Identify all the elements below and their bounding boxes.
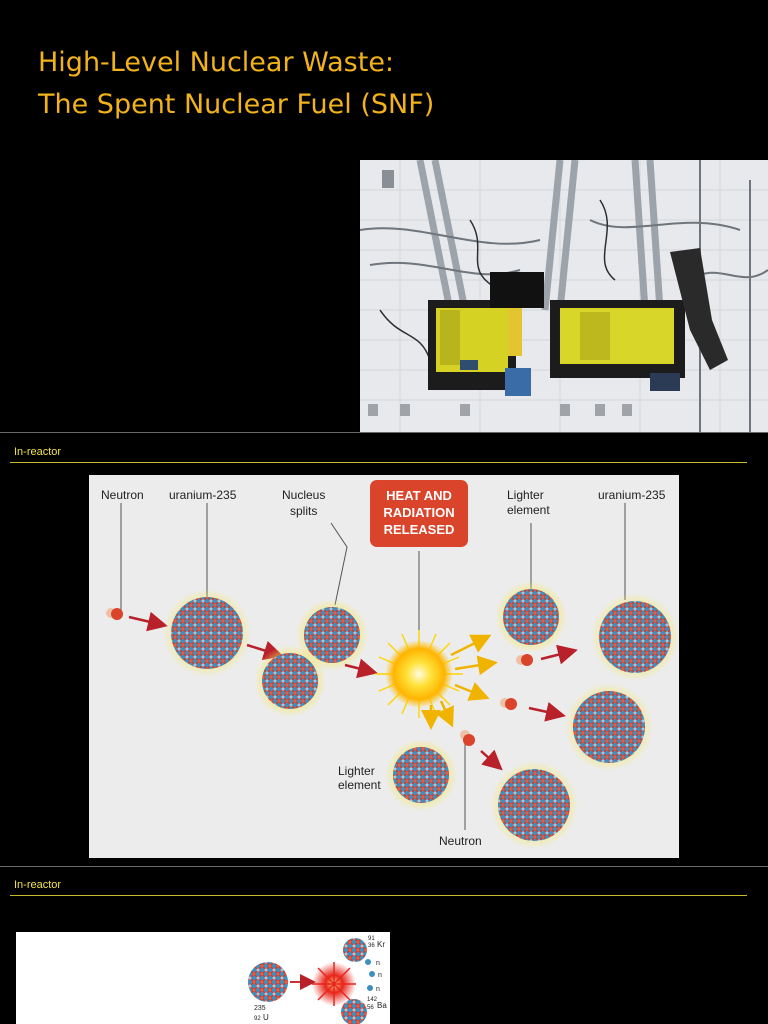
neutron-symbol-3: n [376, 986, 380, 993]
slide-title-line-1: High-Level Nuclear Waste: [38, 47, 395, 78]
ba-symbol: Ba [377, 1001, 387, 1010]
section-rule [10, 462, 747, 463]
lighter-element-nucleus-top [495, 581, 567, 653]
slide-title-line-2: The Spent Nuclear Fuel (SNF) [38, 89, 435, 120]
uranium-nucleus-left [163, 589, 251, 677]
incoming-neutron [106, 608, 123, 620]
ba-atomic-number: 56 [367, 1005, 374, 1011]
fission-diagram: Neutron uranium-235 Nucleus splits HEAT … [89, 475, 679, 858]
neutron-symbol-2: n [378, 972, 382, 979]
lighter-element-top-line-1: Lighter [507, 488, 544, 502]
slide-separator [0, 866, 768, 867]
barium-nucleus [341, 999, 367, 1024]
title-slide: High-Level Nuclear Waste: The Spent Nucl… [0, 0, 768, 432]
u-symbol: U [263, 1013, 269, 1022]
fission-slide-2: In-reactor 235 92 U 91 36 Kr [0, 867, 768, 1024]
heat-released-box [370, 480, 468, 547]
uranium-nucleus [248, 962, 288, 1002]
kr-mass-number: 91 [368, 936, 375, 942]
heavy-nucleus-bottom [490, 761, 578, 849]
kr-symbol: Kr [377, 940, 385, 949]
lighter-element-top-line-2: element [507, 503, 550, 517]
ba-mass-number: 142 [367, 997, 378, 1003]
neutron-label-top: Neutron [101, 488, 144, 502]
lighter-element-bottom-line-1: Lighter [338, 764, 375, 778]
splitting-nucleus [254, 599, 368, 717]
section-label: In-reactor [14, 879, 62, 891]
fission-burst [312, 962, 356, 1006]
energy-burst [375, 630, 463, 718]
heavy-nucleus-right [565, 683, 653, 771]
hot-cell-lab-photo [360, 160, 768, 432]
neutron-symbol-1: n [376, 960, 380, 967]
lighter-element-nucleus-bottom [385, 739, 457, 811]
free-neutron-3 [367, 985, 373, 991]
neutron-bottom [460, 730, 475, 746]
heat-box-line-1: HEAT AND [386, 488, 452, 503]
uranium-label-left: uranium-235 [169, 488, 237, 502]
uranium-label-right: uranium-235 [598, 488, 666, 502]
section-rule [10, 895, 747, 896]
neutron-right-2 [500, 698, 517, 710]
u-mass-number: 235 [254, 1005, 266, 1012]
neutron-label-bottom: Neutron [439, 834, 482, 848]
free-neutron-1 [365, 959, 371, 965]
heat-box-line-3: RELEASED [384, 522, 455, 537]
nucleus-label-line-2: splits [290, 504, 317, 518]
fission-slide: In-reactor Neutron uranium-235 Nucleus s… [0, 433, 768, 866]
fission-mini-diagram: 235 92 U 91 36 Kr n n n [16, 932, 390, 1024]
uranium-nucleus-right [591, 593, 679, 681]
section-label: In-reactor [14, 446, 62, 458]
slide-separator [0, 432, 768, 433]
u-atomic-number: 92 [254, 1016, 261, 1022]
kr-atomic-number: 36 [368, 943, 375, 949]
lighter-element-bottom-line-2: element [338, 778, 381, 792]
heat-box-line-2: RADIATION [383, 505, 454, 520]
free-neutron-2 [369, 971, 375, 977]
nucleus-label-line-1: Nucleus [282, 488, 325, 502]
neutron-right-1 [516, 654, 533, 666]
krypton-nucleus [343, 938, 367, 962]
